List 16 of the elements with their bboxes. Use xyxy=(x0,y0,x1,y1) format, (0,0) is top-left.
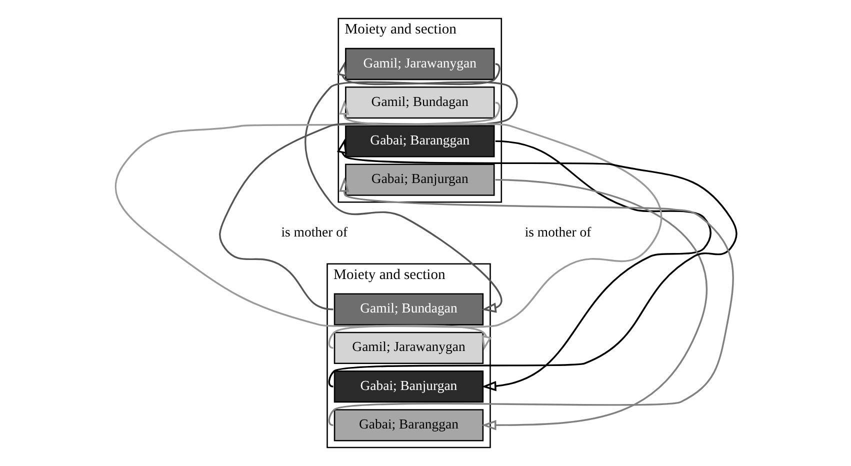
arrow xyxy=(218,61,518,310)
node-box: Gamil; Bundagan xyxy=(333,293,484,326)
node-box: Gabai; Banjurgan xyxy=(333,370,484,403)
arrow xyxy=(114,102,500,350)
arrow xyxy=(481,178,706,430)
node-box: Gamil; Jarawanygan xyxy=(344,48,494,80)
label: is mother of xyxy=(524,224,591,240)
node-box: Gabai; Baranggan xyxy=(344,125,494,158)
arrow xyxy=(328,138,736,387)
node-box: Gamil; Bundagan xyxy=(344,86,494,119)
node-box: Gabai; Banjurgan xyxy=(344,164,494,196)
node-box: Gamil; Jarawanygan xyxy=(333,332,484,364)
arrow xyxy=(481,140,711,392)
node-box: Gabai; Baranggan xyxy=(333,409,484,442)
arrow xyxy=(304,63,502,313)
label: is mother of xyxy=(280,224,348,240)
